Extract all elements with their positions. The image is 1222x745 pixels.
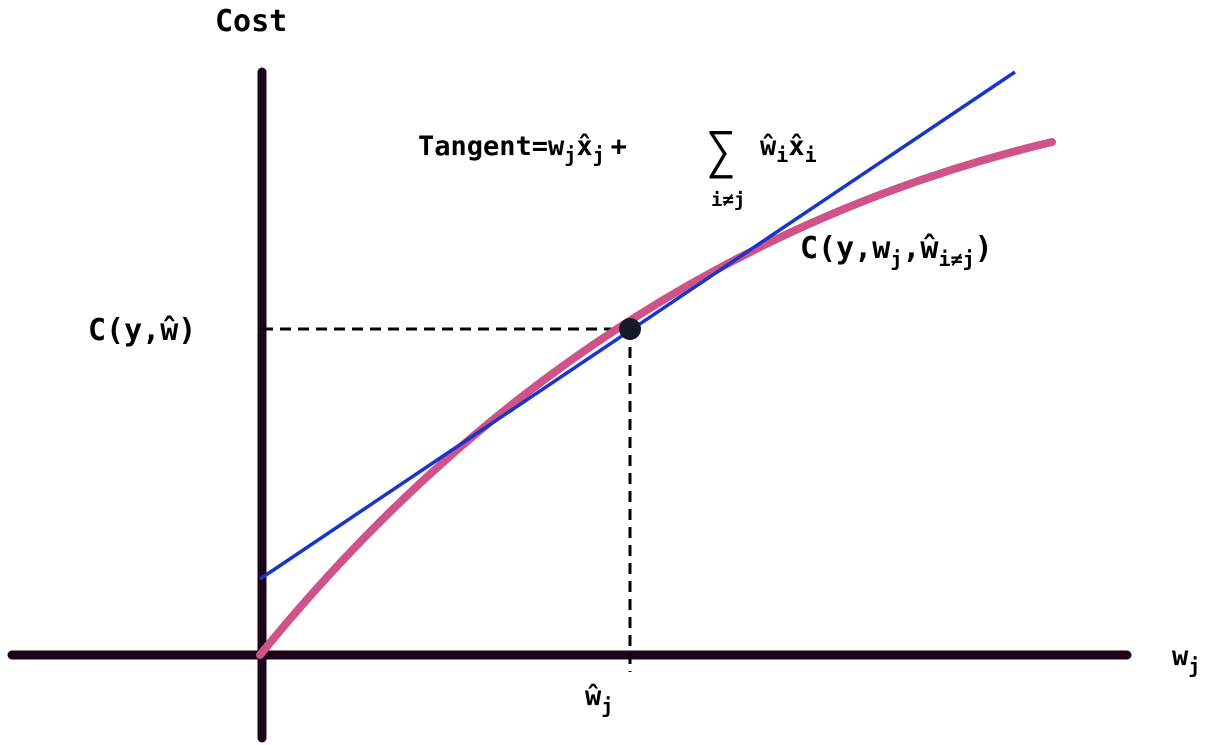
tangent-plus: + xyxy=(611,131,627,162)
cost-curve xyxy=(256,138,1056,659)
x-point-label: ŵj xyxy=(585,681,613,718)
x-axis-label: wj xyxy=(1172,641,1200,678)
tangent-sub1: j xyxy=(564,143,576,167)
tangent-w2: ŵ xyxy=(760,131,777,162)
y-axis-label: Cost xyxy=(215,4,287,39)
curve-label-main: C(y,w xyxy=(800,231,891,266)
curve-label-sub1: j xyxy=(890,247,902,271)
curve-label-mid: ,ŵ xyxy=(902,231,939,266)
tangent-prefix: Tangent=w xyxy=(418,131,565,162)
tangent-sub3: i xyxy=(776,143,788,167)
tangent-point xyxy=(619,318,641,340)
summation-symbol: ∑ xyxy=(706,122,736,180)
tangent-sub4: i xyxy=(805,143,817,167)
x-point-label-subscript: j xyxy=(601,694,613,718)
summation-index: i≠j xyxy=(711,189,745,211)
curve-label: C(y,wj,ŵi≠j) xyxy=(800,231,993,271)
tangent-sum-terms: ŵix̂i xyxy=(760,131,817,167)
y-point-label: C(y,ŵ) xyxy=(88,313,196,348)
tangent-sub2: j xyxy=(593,143,605,167)
tangent-x1: x̂ xyxy=(576,131,592,162)
curve-label-end: ) xyxy=(975,231,993,266)
tangent-formula: Tangent=wjx̂j+ xyxy=(418,131,627,167)
x-axis-label-main: w xyxy=(1172,641,1189,672)
x-axis-label-subscript: j xyxy=(1188,654,1200,678)
tangent-x2: x̂ xyxy=(788,131,804,162)
x-point-label-main: ŵ xyxy=(585,681,602,712)
curve-label-sub2: i≠j xyxy=(938,247,974,271)
